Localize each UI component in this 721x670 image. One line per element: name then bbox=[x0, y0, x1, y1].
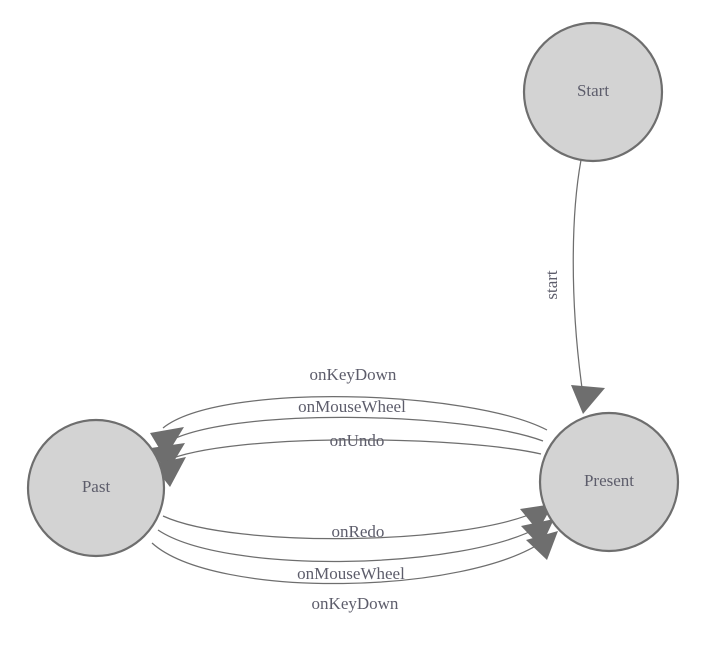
edge-start-to-present[interactable]: start bbox=[542, 159, 605, 414]
edge-path-past-present-onredo bbox=[162, 509, 541, 540]
node-present-label: Present bbox=[584, 471, 634, 490]
node-start-label: Start bbox=[577, 81, 609, 100]
edge-past-to-present-onmousewheel[interactable]: onMouseWheel bbox=[157, 519, 554, 583]
node-start-circle bbox=[522, 21, 664, 163]
edge-path-present-past-onundo bbox=[164, 439, 542, 462]
edge-label-start: start bbox=[542, 270, 561, 300]
edge-label-present-past-onundo: onUndo bbox=[330, 431, 385, 450]
node-start[interactable]: Start bbox=[522, 21, 664, 163]
arrowhead-present-past-onmousewheel bbox=[151, 443, 185, 473]
node-present[interactable]: Present bbox=[538, 411, 680, 553]
edge-label-present-past-onkeydown: onKeyDown bbox=[310, 365, 397, 384]
edge-past-to-present-onredo[interactable]: onRedo bbox=[162, 504, 553, 541]
edge-path-start-present bbox=[572, 159, 583, 389]
edge-path-past-present-onmousewheel bbox=[157, 525, 542, 563]
edge-path-present-past-onmousewheel bbox=[163, 416, 544, 445]
node-present-circle bbox=[538, 411, 680, 553]
edge-label-present-past-onmousewheel: onMouseWheel bbox=[298, 397, 406, 416]
edge-path-past-present-onkeydown bbox=[151, 539, 546, 585]
edge-label-past-present-onredo: onRedo bbox=[332, 522, 385, 541]
edge-label-past-present-onkeydown: onKeyDown bbox=[312, 594, 399, 613]
arrowhead-past-present-onredo bbox=[520, 504, 553, 531]
arrowhead-past-present-onkeydown bbox=[526, 531, 558, 560]
arrowhead-start-present bbox=[571, 385, 605, 414]
edge-past-to-present-onkeydown[interactable]: onKeyDown bbox=[151, 531, 558, 613]
arrowhead-past-present-onmousewheel bbox=[521, 519, 554, 547]
edge-present-to-past-onmousewheel[interactable]: onMouseWheel bbox=[151, 397, 544, 473]
node-past-label: Past bbox=[82, 477, 111, 496]
edge-present-to-past-onundo[interactable]: onUndo bbox=[152, 431, 542, 487]
edge-path-present-past-onkeydown bbox=[162, 396, 548, 431]
node-past-circle bbox=[26, 418, 166, 558]
node-past[interactable]: Past bbox=[26, 418, 166, 558]
edge-label-past-present-onmousewheel: onMouseWheel bbox=[297, 564, 405, 583]
